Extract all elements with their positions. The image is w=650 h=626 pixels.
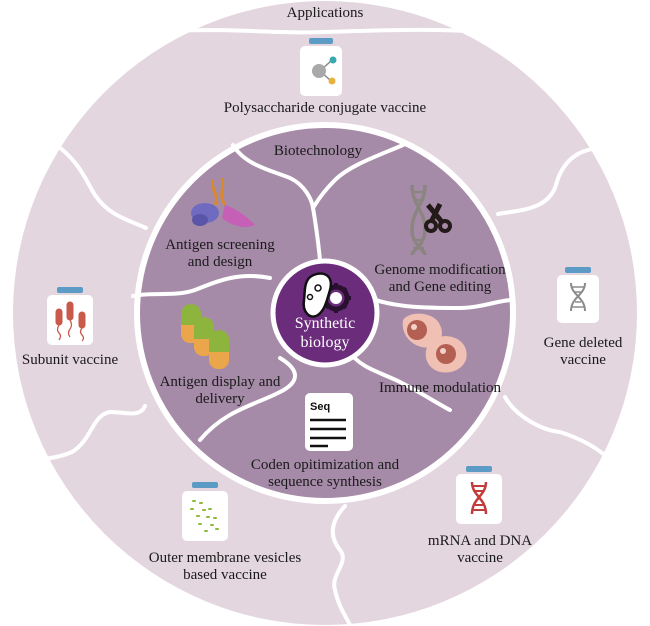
label-line: Antigen screening (165, 237, 275, 253)
label-omv: Outer membrane vesicles based vaccine (130, 550, 320, 584)
label-line: Outer membrane vesicles (148, 550, 302, 566)
label-line: and Gene editing (388, 279, 492, 295)
label-line: and design (187, 254, 253, 270)
label-antigen-screening: Antigen screening and design (150, 237, 290, 271)
divider-left-mid (131, 273, 272, 298)
bacteria-vial-icon (47, 287, 93, 345)
vesicles-vial-icon (182, 482, 228, 541)
label-genome-modification: Genome modification and Gene editing (365, 262, 515, 296)
protein-structure-icon (191, 177, 255, 228)
sequence-document-icon: Seq (305, 393, 353, 451)
inner-ring-dividers (131, 143, 514, 442)
synthetic-biology-core (270, 258, 380, 368)
divider-biotech-left (231, 143, 315, 210)
immune-cells-icon (402, 313, 467, 373)
dna-vial-icon (557, 267, 599, 323)
label-line: Polysaccharide conjugate vaccine (223, 100, 427, 116)
cell-gear-icon (302, 272, 351, 318)
red-dna-vial-icon (456, 466, 502, 524)
label-line: vaccine (457, 550, 503, 566)
label-line: Coden opitimization and (250, 457, 400, 473)
label-line: Subunit vaccine (21, 352, 119, 368)
label-subunit: Subunit vaccine (5, 352, 135, 369)
divider-center-top (311, 206, 322, 262)
label-line: sequence synthesis (268, 474, 382, 490)
label-gene-deleted: Gene deleted vaccine (528, 335, 638, 369)
label-line: Antigen display and (159, 374, 281, 390)
divider-left (23, 404, 147, 462)
label-codon-optimization: Coden opitimization and sequence synthes… (240, 457, 410, 491)
divider-top-right (496, 146, 602, 216)
label-line: Immune modulation (378, 380, 502, 396)
label-line: Gene deleted (543, 335, 623, 351)
outer-ring-dividers (23, 27, 612, 626)
molecule-vial-icon (300, 38, 342, 96)
label-line: Genome modification (374, 262, 506, 278)
divider-lower-right (348, 350, 452, 412)
label-line: based vaccine (183, 567, 267, 583)
antigen-blocks-icon (181, 304, 229, 369)
divider-right (503, 395, 612, 462)
divider-top-left (50, 140, 148, 230)
divider-bottom (330, 504, 352, 626)
label-synthetic-biology: Synthetic biology (280, 314, 370, 352)
label-line: Synthetic (294, 315, 356, 332)
label-line: mRNA and DNA (427, 533, 533, 549)
label-mrna-dna: mRNA and DNA vaccine (415, 533, 545, 567)
divider-lower-left (198, 356, 297, 442)
seq-icon-text: Seq (310, 401, 330, 413)
label-antigen-display: Antigen display and delivery (150, 374, 290, 408)
divider-top (78, 27, 572, 46)
label-line: biology (300, 334, 350, 351)
divider-biotech-right (311, 143, 405, 210)
divider-right-mid (368, 296, 514, 311)
applications-title: Applications (286, 5, 364, 21)
label-polysaccharide: Polysaccharide conjugate vaccine (190, 100, 460, 117)
dna-scissors-icon (410, 184, 452, 256)
biotechnology-title: Biotechnology (273, 143, 363, 159)
label-line: vaccine (560, 352, 606, 368)
label-line: delivery (195, 391, 245, 407)
label-immune-modulation: Immune modulation (375, 380, 505, 397)
